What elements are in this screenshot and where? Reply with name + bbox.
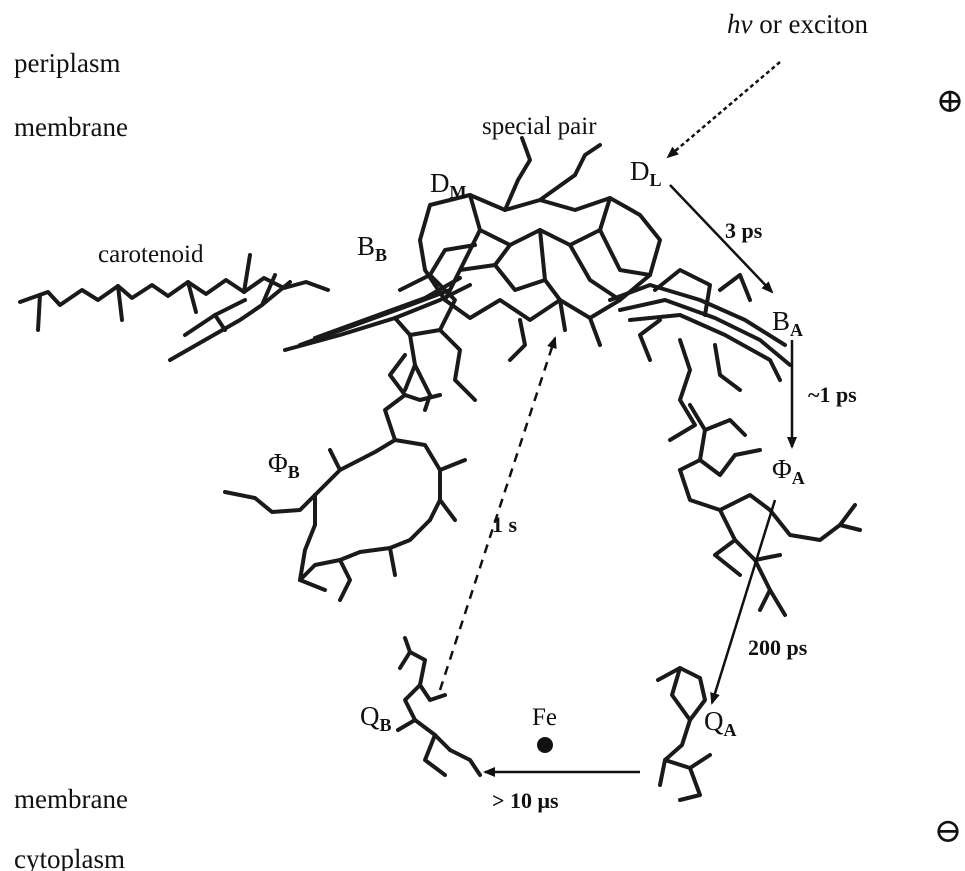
excitation-label: hν or exciton <box>727 9 868 39</box>
cofactor-BB-label: BB <box>357 231 387 265</box>
carotenoid-structure <box>20 255 328 360</box>
bacteriochlorophyll-BA-structure <box>610 270 790 440</box>
region-membrane-bottom-label: membrane <box>14 784 128 814</box>
bacteriopheophytin-PhiA-structure <box>680 405 860 615</box>
region-membrane-top-label: membrane <box>14 112 128 142</box>
quinone-QA-structure <box>658 668 710 800</box>
quinone-QB-structure <box>398 638 480 775</box>
cofactor-BA-label: BA <box>772 306 803 340</box>
iron-atom <box>537 737 553 753</box>
cofactor-DL-label: DL <box>630 156 662 190</box>
positive-charge-sign: ⊕ <box>936 83 965 120</box>
rate-QA-to-QB: > 10 μs <box>492 788 559 813</box>
rate-BA-to-PhiA: ~1 ps <box>808 382 857 407</box>
rate-DL-to-BA: 3 ps <box>725 218 763 243</box>
cofactor-PhiB-label: ΦB <box>268 448 300 482</box>
rate-QB-to-special-pair: 1 s <box>492 512 518 537</box>
excitation-arrow <box>668 62 780 157</box>
negative-charge-sign: ⊖ <box>934 813 963 850</box>
iron-label: Fe <box>532 704 557 731</box>
special-pair-label: special pair <box>482 113 597 140</box>
rate-PhiA-to-QA: 200 ps <box>748 635 808 660</box>
carotenoid-label: carotenoid <box>98 241 204 268</box>
region-cytoplasm-label: cytoplasm <box>14 844 125 871</box>
bacteriochlorophyll-BB-structure <box>285 245 475 410</box>
region-periplasm-label: periplasm <box>14 48 120 78</box>
cofactor-QA-label: QA <box>704 706 737 740</box>
cofactor-QB-label: QB <box>360 701 392 735</box>
cofactor-DM-label: DM <box>430 168 467 202</box>
cofactor-PhiA-label: ΦA <box>772 454 805 488</box>
